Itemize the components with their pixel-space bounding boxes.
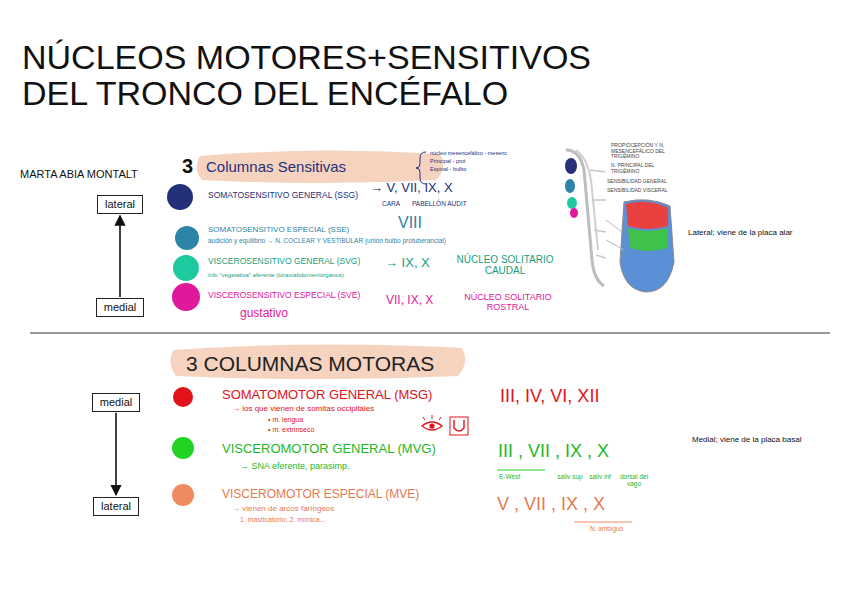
nerve-list: VIII — [398, 214, 422, 232]
nucleus-name: N. ambiguo — [590, 525, 623, 532]
legend-swatch — [175, 226, 199, 250]
legend-text: VISCEROMOTOR ESPECIAL (MVE) — [222, 488, 419, 501]
legend-swatch — [173, 255, 199, 281]
direction-arrow — [115, 413, 117, 495]
nucleus-name: NÚCLEO SOLITARIO CAUDAL — [452, 254, 558, 276]
nucleus-name: NÚCLEO SOLITARIO ROSTRAL — [462, 292, 554, 312]
nucleus-name: saliv sup — [557, 473, 583, 480]
legend-text: VISCEROSENSITIVO ESPECIAL (SVE) — [208, 291, 360, 301]
banner — [196, 150, 443, 183]
nerve-list: → IX, X — [385, 256, 430, 271]
note: • m. lengua — [268, 416, 303, 424]
underline — [497, 470, 545, 471]
legend-swatch — [172, 437, 194, 459]
direction-arrow — [119, 216, 121, 297]
banner-number: 3 — [182, 155, 193, 177]
figure-label: N. PRINCIPAL DEL TRIGÉMINO — [611, 163, 677, 174]
tongue-symbol — [450, 417, 468, 435]
banner — [170, 344, 465, 379]
direction-box: medial — [92, 393, 140, 412]
legend-text: SOMATOSENSITIVO ESPECIAL (SSE) — [208, 226, 349, 235]
nerve-list: → V, VII, IX, X — [370, 181, 453, 196]
side-note: Lateral; viene de la placa alar — [688, 229, 838, 238]
underline — [574, 521, 632, 522]
bracket — [416, 152, 426, 184]
nerve-list: V , VII , IX , X — [497, 494, 605, 514]
eye-symbol — [422, 415, 442, 430]
author: MARTA ABIA MONTALT — [20, 168, 138, 180]
legend-text: SOMATOMOTOR GENERAL (MSG) — [222, 388, 432, 403]
nucleus-name: dorsal del vago — [617, 473, 651, 488]
nerve-list: VII, IX, X — [386, 294, 433, 307]
note: info "vegetativa" aferente (tórax/abdome… — [208, 272, 344, 279]
legend-text: VISCEROMOTOR GENERAL (MVG) — [222, 442, 436, 457]
legend-swatch — [172, 283, 200, 311]
nucleus-name: saliv inf — [587, 473, 613, 480]
nucleus-note: Principal - prot — [430, 158, 465, 164]
banner-heading: Columnas Sensitivas — [206, 159, 346, 176]
figure-label: PROPIOCEPCIÓN Y N. MESENCEFÁLICO DEL TRI… — [611, 143, 677, 160]
side-note: Medial; viene de la placa basal — [692, 436, 842, 445]
note: audición y equilibrio → N. COCLEAR Y VES… — [208, 237, 446, 244]
note: → los que vienen de somitas occipitales — [232, 405, 374, 414]
legend-text: SOMATOSENSITIVO GENERAL (SSG) — [208, 191, 358, 201]
note: CARA — [382, 200, 400, 207]
figure-label: SENSIBILIDAD VISCERAL — [607, 188, 677, 194]
box-text: lateral — [101, 500, 131, 513]
banner-heading: 3 COLUMNAS MOTORAS — [186, 352, 434, 376]
legend-swatch — [172, 484, 194, 506]
note: 1. masticatorio; 2. mímica... — [240, 516, 326, 524]
nerve-list: III , VII , IX , X — [498, 441, 609, 461]
note: → vienen de arcos faríngeos — [232, 505, 334, 514]
separator-line — [30, 333, 830, 334]
note: gustativo — [240, 307, 288, 320]
legend-text: VISCEROSENSITIVO GENERAL (SVG) — [208, 257, 360, 267]
note: • m. extrínseco — [268, 426, 314, 434]
figure-label: SENSIBILIDAD GENERAL — [607, 179, 677, 185]
note: PABELLÓN AUDIT — [412, 200, 467, 207]
legend-swatch — [173, 387, 193, 407]
nucleus-name: E-West — [499, 473, 520, 480]
box-text: medial — [104, 301, 136, 314]
nucleus-note: núcleo mesencefálico - mesenc — [430, 150, 507, 156]
box-text: medial — [100, 396, 132, 409]
nerve-list: III, IV, VI, XII — [500, 386, 599, 406]
note: → SNA eferente, parasimp. — [240, 461, 350, 471]
direction-box: lateral — [97, 195, 143, 214]
direction-box: lateral — [93, 497, 139, 516]
nucleus-note: Espinal - bulbo — [430, 166, 466, 172]
legend-swatch — [167, 184, 193, 210]
box-text: lateral — [105, 198, 135, 211]
direction-box: medial — [96, 298, 144, 317]
title: NÚCLEOS MOTORES+SENSITIVOS DEL TRONCO DE… — [22, 40, 662, 111]
